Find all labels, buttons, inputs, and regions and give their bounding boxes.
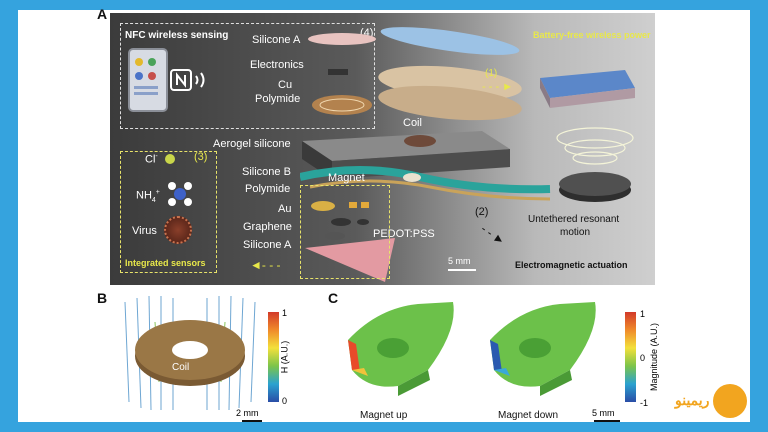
battery-free-title: Battery-free wireless power (533, 30, 651, 40)
layer-polymide-top: Polymide (255, 93, 301, 105)
coil-label-b: Coil (172, 362, 190, 373)
colorbar-c-min: -1 (640, 398, 649, 408)
magnet-label: Magnet (328, 172, 365, 184)
device-render (540, 70, 635, 108)
scalebar-a (448, 269, 476, 271)
layer-graphene: Graphene (243, 221, 292, 233)
colorbar-b-min: 0 (282, 396, 288, 406)
pedot-box (300, 185, 390, 279)
phone-icon (128, 48, 168, 112)
step-1-label: (1) (485, 68, 498, 79)
wireless-power-icon (556, 127, 634, 202)
field-lines-plot (124, 295, 256, 411)
coil-label-a: Coil (403, 117, 422, 129)
panel-letter-a: A (97, 6, 108, 22)
panel-letter-b: B (97, 290, 108, 306)
layer-silicone-a-top: Silicone A (252, 34, 301, 46)
logo-text: ريمينو (675, 392, 710, 408)
nfc-box (120, 23, 375, 129)
layer-silicone-b: Silicone B (242, 166, 291, 178)
magnet-disk (403, 173, 421, 182)
scalebar-c (594, 420, 620, 422)
colorbar-c (625, 312, 636, 402)
colorbar-b-title: H (A.U.) (279, 340, 290, 374)
nfc-icon (170, 69, 205, 91)
panel-letter-c: C (328, 290, 339, 306)
colorbar-b (268, 312, 279, 402)
exploded-small-layers (308, 33, 376, 115)
colorbar-b-max: 1 (282, 308, 288, 318)
scalebar-b (242, 420, 262, 422)
colorbar-c-max: 1 (640, 309, 646, 319)
sensor-nh4: NH4+ (136, 189, 160, 204)
untethered-line1: Untethered resonant (528, 214, 620, 225)
layer-cu: Cu (278, 79, 293, 91)
integrated-sensors-title: Integrated sensors (125, 258, 206, 268)
exploded-large-layers (378, 27, 522, 121)
logo-badge-icon (713, 384, 747, 418)
arrow-down-black: - - ► (478, 221, 509, 249)
arrow-right-yellow: - - - ► (482, 81, 514, 93)
nfc-title: NFC wireless sensing (125, 30, 229, 41)
colorbar-c-mid: 0 (640, 353, 646, 363)
step-3-label: (3) (194, 151, 208, 163)
layer-polymide-bottom: Polymide (245, 183, 291, 195)
scalebar-b-label: 2 mm (236, 408, 259, 418)
sensor-cl: Cl- (145, 153, 158, 166)
colorbar-c-title: Magnitude (A.U.) (649, 322, 660, 392)
panel-a: NFC wireless sensing Silicone A Electron… (110, 13, 655, 285)
untethered-line2: motion (560, 227, 591, 238)
sensor-pads (305, 201, 395, 282)
layer-aerogel-silicone: Aerogel silicone (213, 138, 291, 150)
rimino-logo: ريمينو (675, 382, 755, 422)
layer-silicone-a-bottom: Silicone A (243, 239, 292, 251)
magnet-up-label: Magnet up (360, 410, 408, 421)
pedot-label: PEDOT:PSS (373, 228, 435, 240)
layer-electronics: Electronics (250, 59, 304, 71)
virus-icon (164, 216, 192, 244)
layer-au: Au (278, 203, 292, 215)
scalebar-a-label: 5 mm (448, 256, 471, 266)
chloride-icon (165, 154, 175, 164)
magnet-down-render (490, 302, 596, 396)
arrow-left-yellow: ◄- - - (250, 258, 281, 272)
sensor-virus: Virus (132, 225, 157, 237)
scalebar-c-label: 5 mm (592, 408, 615, 418)
ammonium-icon (168, 182, 192, 206)
magnet-down-label: Magnet down (498, 410, 559, 421)
em-actuation: Electromagnetic actuation (515, 260, 628, 270)
sensors-box (120, 151, 217, 273)
magnet-up-render (348, 302, 454, 396)
step-2-label: (2) (475, 206, 489, 218)
